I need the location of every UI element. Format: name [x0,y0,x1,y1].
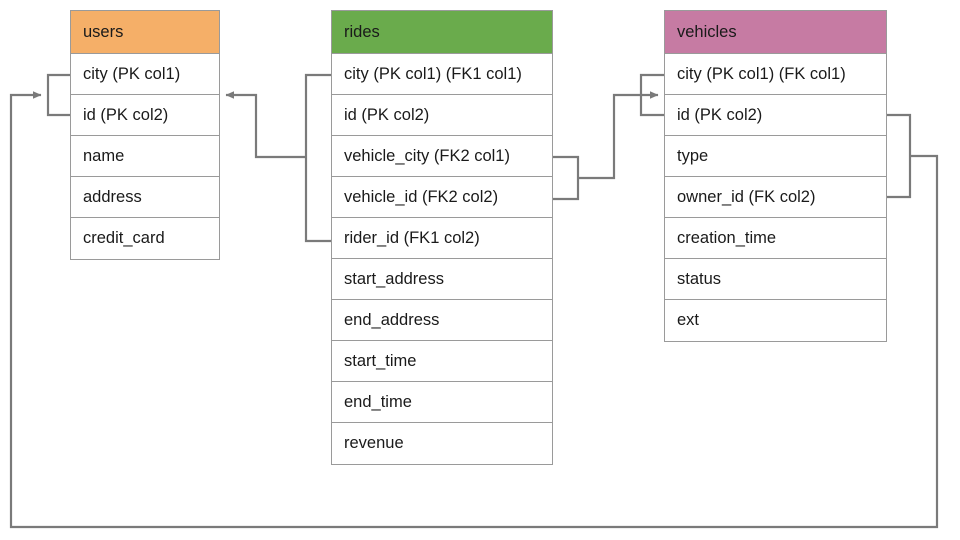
field-rides-end-time[interactable]: end_time [332,382,552,423]
connector-rides-fk1-to-users [225,91,306,159]
field-users-id[interactable]: id (PK col2) [71,95,219,136]
field-vehicles-status[interactable]: status [665,259,886,300]
connector-rides-fk2-bracket [553,155,580,201]
field-vehicles-owner-id[interactable]: owner_id (FK col2) [665,177,886,218]
entity-header-users: users [71,11,219,54]
connector-users-pk-bracket [46,73,70,117]
field-users-address[interactable]: address [71,177,219,218]
field-vehicles-ext[interactable]: ext [665,300,886,341]
connector-rides-fk2-to-vehicles [578,91,659,180]
field-users-name[interactable]: name [71,136,219,177]
field-users-city[interactable]: city (PK col1) [71,54,219,95]
field-rides-vehicle-id[interactable]: vehicle_id (FK2 col2) [332,177,552,218]
entity-table-rides[interactable]: rides city (PK col1) (FK1 col1) id (PK c… [331,10,553,465]
field-rides-rider-id[interactable]: rider_id (FK1 col2) [332,218,552,259]
field-rides-revenue[interactable]: revenue [332,423,552,464]
entity-header-rides: rides [332,11,552,54]
field-rides-id[interactable]: id (PK col2) [332,95,552,136]
entity-header-vehicles: vehicles [665,11,886,54]
field-vehicles-city[interactable]: city (PK col1) (FK col1) [665,54,886,95]
field-vehicles-id[interactable]: id (PK col2) [665,95,886,136]
field-users-credit-card[interactable]: credit_card [71,218,219,259]
entity-table-users[interactable]: users city (PK col1) id (PK col2) name a… [70,10,220,260]
connector-rides-fk1-bracket [304,73,331,243]
field-rides-start-address[interactable]: start_address [332,259,552,300]
connector-vehicles-fk-to-users [9,91,939,529]
field-vehicles-type[interactable]: type [665,136,886,177]
field-rides-start-time[interactable]: start_time [332,341,552,382]
field-rides-end-address[interactable]: end_address [332,300,552,341]
connector-vehicles-fk-bracket [887,113,912,199]
field-vehicles-creation-time[interactable]: creation_time [665,218,886,259]
field-rides-vehicle-city[interactable]: vehicle_city (FK2 col1) [332,136,552,177]
entity-table-vehicles[interactable]: vehicles city (PK col1) (FK col1) id (PK… [664,10,887,342]
field-rides-city[interactable]: city (PK col1) (FK1 col1) [332,54,552,95]
